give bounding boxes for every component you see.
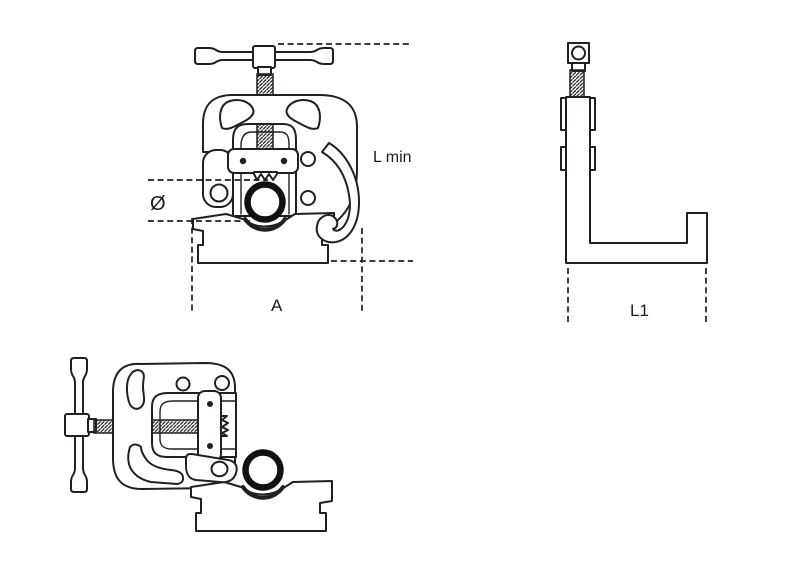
label-height: L min bbox=[373, 149, 412, 166]
side-tab bbox=[560, 97, 567, 131]
frame-hole-lower bbox=[300, 190, 316, 206]
screw-thread-inner-open bbox=[151, 419, 200, 434]
screw-thread-inner bbox=[256, 123, 274, 151]
column-and-foot bbox=[565, 96, 708, 264]
side-tab bbox=[589, 97, 596, 131]
side-tab bbox=[589, 146, 596, 171]
frame-hole-upper bbox=[300, 151, 316, 167]
kidney-cutout-right bbox=[285, 99, 321, 130]
front-view-open bbox=[64, 357, 334, 533]
label-base-length: L1 bbox=[630, 301, 649, 320]
kidney-cutout-left bbox=[219, 99, 255, 130]
jaw-rivet bbox=[207, 401, 213, 407]
lug-hole bbox=[209, 183, 229, 203]
jaw-rivet bbox=[207, 443, 213, 449]
jaw-plate bbox=[227, 148, 299, 174]
front-view-closed bbox=[191, 45, 360, 265]
jaw-rivet bbox=[239, 157, 247, 165]
dimension-annotations: L min Ø A L1 bbox=[148, 43, 707, 322]
jaw-serrations bbox=[253, 171, 278, 181]
side-view bbox=[560, 42, 708, 264]
screw-thread-side bbox=[569, 69, 585, 98]
lug-hole-open bbox=[210, 460, 229, 478]
handle-hub-open bbox=[64, 413, 90, 437]
frame-hole-open bbox=[214, 375, 230, 391]
pipe bbox=[248, 185, 283, 220]
latch-hook bbox=[315, 142, 360, 244]
screw-head-hole bbox=[571, 45, 586, 61]
kidney-cutout-upper-open bbox=[125, 369, 146, 410]
kidney-cutout-lower-open bbox=[127, 443, 185, 485]
frame-hole-open bbox=[175, 376, 191, 392]
screw-thread bbox=[256, 73, 274, 97]
handle-hub bbox=[252, 45, 276, 69]
side-tab bbox=[560, 146, 567, 171]
pipe-open bbox=[246, 453, 281, 488]
label-width: A bbox=[271, 296, 283, 315]
jaw-serrations-open bbox=[220, 415, 229, 437]
label-diameter: Ø bbox=[150, 193, 166, 215]
jaw-rivet bbox=[280, 157, 288, 165]
